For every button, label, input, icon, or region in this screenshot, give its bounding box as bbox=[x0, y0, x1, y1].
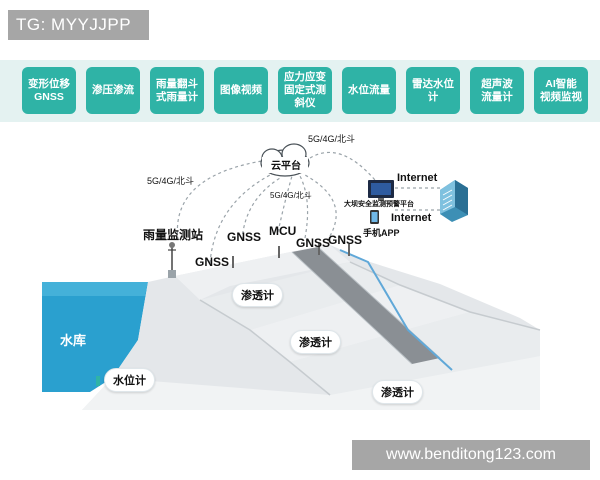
mobile-app-label: 手机APP bbox=[363, 228, 400, 238]
reservoir-label: 水库 bbox=[60, 333, 87, 348]
platform-label: 大坝安全监测预警平台 bbox=[344, 201, 414, 208]
rain-station-icon bbox=[168, 242, 176, 278]
cloud-platform-label: 云平台 bbox=[271, 161, 301, 172]
link-label-top: 5G/4G/北斗 bbox=[308, 134, 356, 144]
cloud-icon bbox=[260, 143, 310, 177]
rain-station-label: 雨量监测站 bbox=[143, 228, 204, 242]
monitor-icon bbox=[368, 180, 394, 201]
link-label-left: 5G/4G/北斗 bbox=[147, 176, 195, 186]
chip-rain-gauge: 雨量翻斗 式雨量计 bbox=[150, 67, 204, 114]
seepage-meter-3: 渗透计 bbox=[372, 380, 423, 404]
overlay-tag: TG: MYYJJPP bbox=[8, 10, 149, 40]
phone-icon bbox=[370, 210, 379, 224]
gnss-markers bbox=[232, 243, 350, 268]
building-icon bbox=[440, 180, 468, 222]
water-gauge-marker bbox=[96, 376, 100, 386]
chip-ultrasonic-flow: 超声波 流量计 bbox=[470, 67, 524, 114]
chip-gnss-displacement: 变形位移 GNSS bbox=[22, 67, 76, 114]
seepage-meter-1: 渗透计 bbox=[232, 283, 283, 307]
gnss-label-4: GNSS bbox=[328, 233, 363, 247]
chip-radar-level: 雷达水位计 bbox=[406, 67, 460, 114]
gnss-label-1: GNSS bbox=[195, 255, 230, 269]
gnss-label-3: GNSS bbox=[296, 236, 331, 250]
mcu-label: MCU bbox=[269, 224, 297, 238]
chip-ai-video: AI智能 视频监视 bbox=[534, 67, 588, 114]
chip-seepage: 渗压渗流 bbox=[86, 67, 140, 114]
reservoir-water bbox=[42, 282, 148, 392]
internet-label-bottom: Internet bbox=[391, 212, 432, 224]
chip-water-level: 水位流量 bbox=[342, 67, 396, 114]
dam-road bbox=[292, 247, 440, 364]
chip-stress-strain: 应力应变 固定式测斜仪 bbox=[278, 67, 332, 114]
gnss-label-2: GNSS bbox=[227, 230, 262, 244]
signal-links bbox=[176, 151, 440, 264]
seepage-meter-2: 渗透计 bbox=[290, 330, 341, 354]
watermark: www.benditong123.com bbox=[352, 440, 590, 470]
water-level-gauge-label: 水位计 bbox=[104, 368, 155, 392]
link-label-mcu: 5G/4G/北斗 bbox=[270, 191, 312, 200]
internet-label-top: Internet bbox=[397, 172, 438, 184]
chip-video: 图像视频 bbox=[214, 67, 268, 114]
